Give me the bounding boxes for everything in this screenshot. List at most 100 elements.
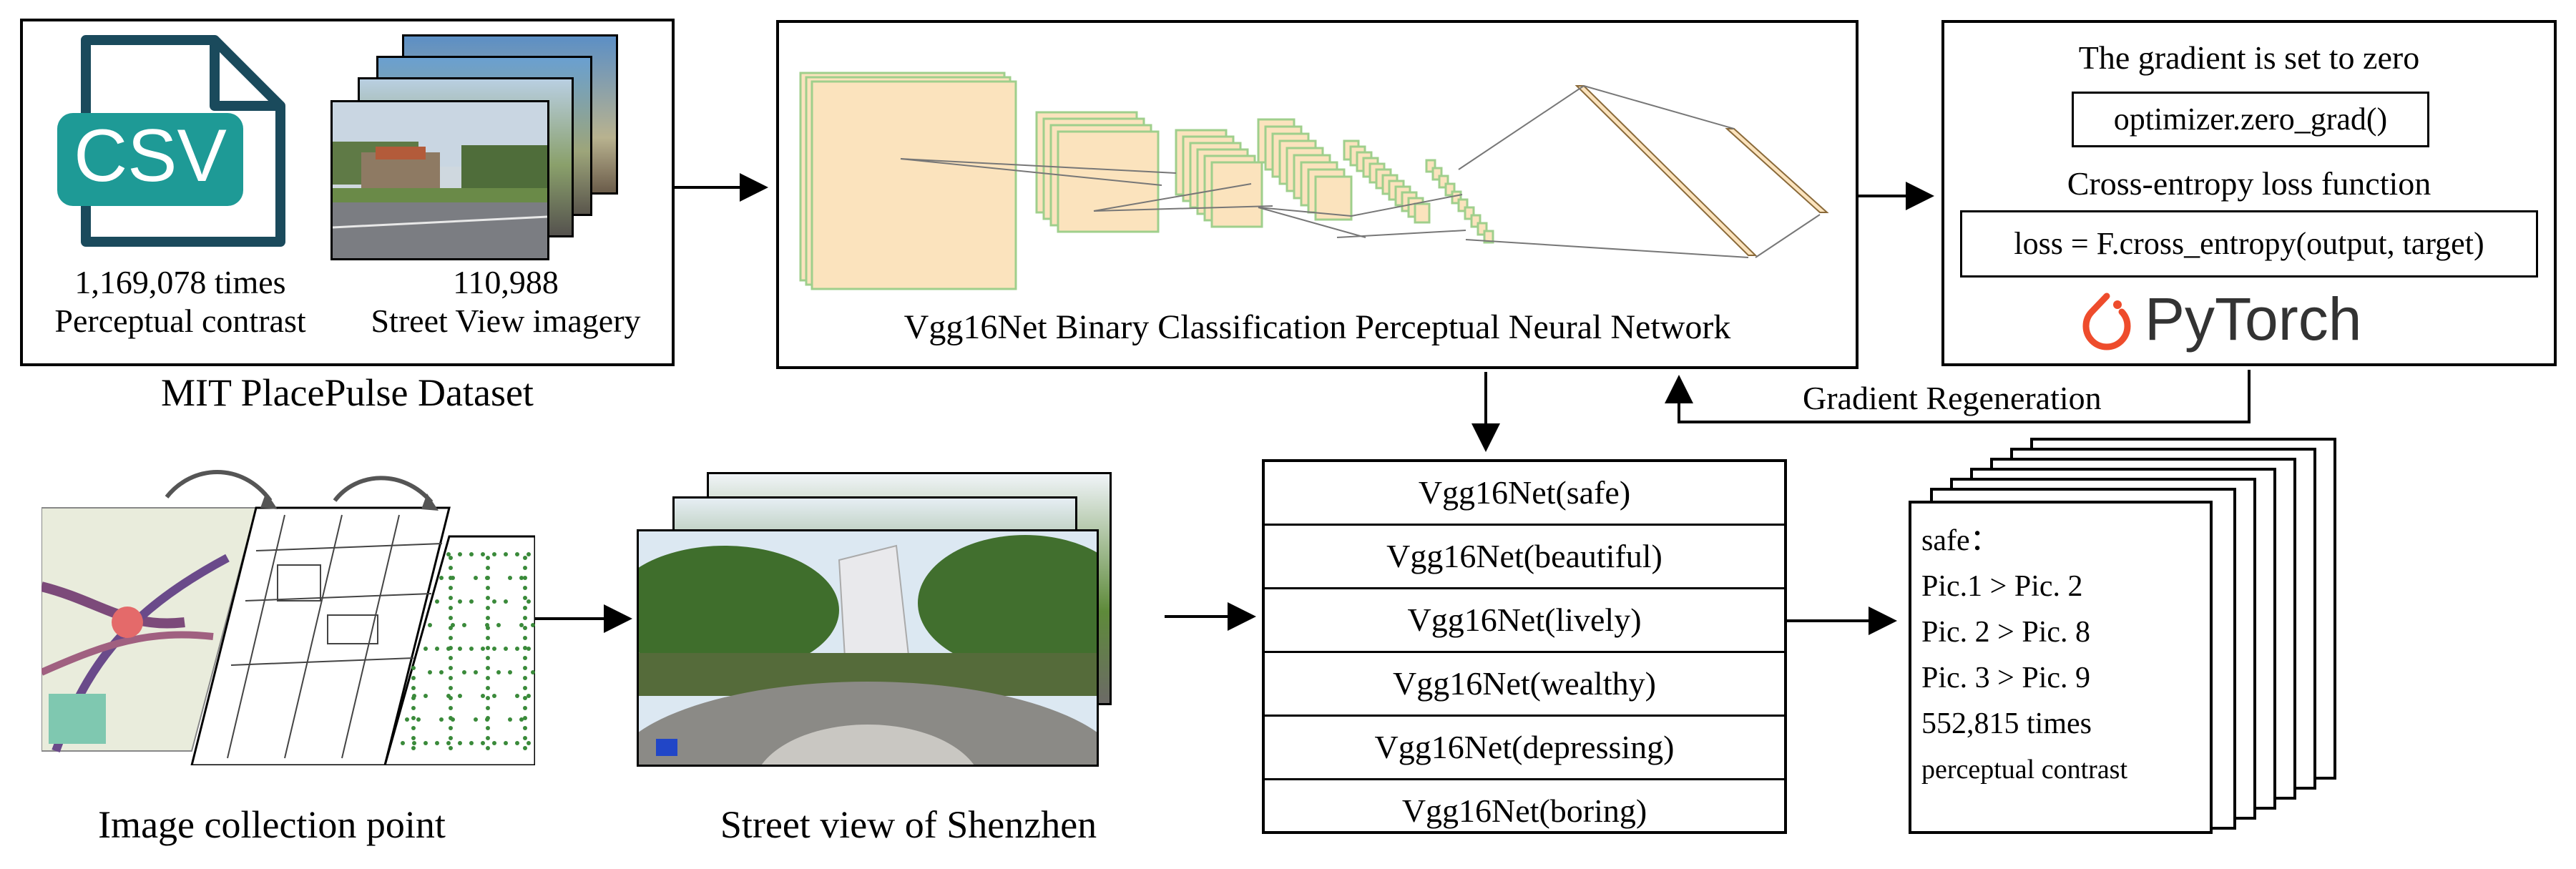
collection-point-dot	[449, 566, 453, 570]
layer-connection	[1755, 214, 1821, 258]
collection-point-dot	[486, 586, 490, 590]
model-label: Vgg16Net(wealthy)	[1393, 665, 1656, 702]
training-box: The gradient is set to zero optimizer.ze…	[1941, 20, 2557, 366]
layer-connection	[1458, 85, 1585, 170]
collection-point-dot	[423, 694, 428, 698]
street-view-thumbnail	[330, 100, 549, 260]
feature-map-layer	[1210, 161, 1263, 228]
collection-point-dot	[486, 716, 490, 720]
collection-point-dot	[523, 576, 527, 580]
network-caption: Vgg16Net Binary Classification Perceptua…	[903, 308, 1731, 346]
collection-point-dot	[504, 552, 508, 556]
collection-point-dot	[523, 566, 527, 570]
collection-point-dot	[411, 696, 416, 700]
collection-point-dot	[446, 552, 451, 556]
collection-point-dot	[428, 670, 432, 674]
collection-point-dot	[523, 646, 527, 650]
collection-point-dot	[496, 623, 501, 627]
collection-point-dot	[449, 646, 453, 650]
model-list: Vgg16Net(safe) Vgg16Net(beautiful) Vgg16…	[1262, 459, 1787, 834]
collection-point-dot	[449, 676, 453, 680]
feature-map-layer	[1057, 130, 1160, 233]
collection-point-dot	[531, 670, 535, 674]
collection-point-dot	[449, 746, 453, 750]
model-label: Vgg16Net(boring)	[1401, 792, 1647, 829]
collection-point-dot	[449, 576, 453, 580]
collection-point-dot	[523, 686, 527, 690]
pytorch-flame-icon	[2082, 293, 2131, 350]
collection-point-dot	[411, 716, 416, 720]
layer-connection	[1351, 194, 1463, 217]
collection-point-dot	[469, 599, 474, 604]
collection-point-dot	[486, 726, 490, 730]
collection-point-dot	[523, 586, 527, 590]
model-label: Vgg16Net(safe)	[1418, 474, 1631, 511]
collection-point-dot	[486, 626, 490, 630]
layer-connection	[1258, 207, 1352, 217]
collection-point-dot	[492, 647, 496, 651]
collection-point-dot	[423, 741, 428, 745]
collection-point-dot	[523, 606, 527, 610]
collection-point-dot	[486, 636, 490, 640]
collection-point-dot	[519, 717, 524, 722]
collection-point-dot	[486, 696, 490, 700]
collection-point-dot	[486, 656, 490, 660]
collection-point-dot	[492, 599, 496, 604]
collection-point-dot	[435, 741, 439, 745]
layer-connection	[1093, 205, 1273, 212]
results-line: Pic. 3 > Pic. 9	[1921, 662, 2091, 694]
model-item: Vgg16Net(beautiful)	[1265, 526, 1784, 589]
loss-code: loss = F.cross_entropy(output, target)	[1960, 210, 2538, 278]
collection-point-dot	[531, 623, 535, 627]
model-label: Vgg16Net(beautiful)	[1386, 538, 1662, 574]
collection-point-dot	[481, 694, 485, 698]
collection-point-dot	[412, 741, 416, 745]
collection-point-dot	[523, 696, 527, 700]
collection-point-dot	[519, 623, 524, 627]
shenzhen-panorama-image	[637, 529, 1099, 767]
collection-point-dot	[411, 706, 416, 710]
collection-point-dot	[486, 746, 490, 750]
collection-point-dot	[462, 623, 466, 627]
collection-point-dot	[486, 706, 490, 710]
collection-point-dot	[449, 616, 453, 620]
pytorch-logo: PyTorch	[2075, 282, 2432, 360]
collection-point-dot	[411, 726, 416, 730]
layer-connection	[1583, 85, 1735, 129]
feature-map-layer	[810, 80, 1017, 290]
collection-point-dot	[462, 670, 466, 674]
collection-point-dot	[458, 647, 462, 651]
collection-point-dot	[411, 676, 416, 680]
collection-point-dot	[458, 694, 462, 698]
collection-point-dot	[523, 676, 527, 680]
collection-point-dot	[486, 566, 490, 570]
feature-map-layer	[1314, 175, 1353, 221]
fully-connected-layer	[1575, 85, 1758, 256]
collection-point-dot	[523, 636, 527, 640]
model-item: Vgg16Net(safe)	[1265, 462, 1784, 526]
collection-point-dot	[508, 576, 512, 580]
layer-connection	[900, 158, 1177, 174]
collection-point-dot	[486, 616, 490, 620]
collection-point-dot	[492, 552, 496, 556]
collection-point-dot	[439, 717, 444, 722]
collection-point-dot	[449, 666, 453, 670]
model-item: Vgg16Net(wealthy)	[1265, 653, 1784, 717]
layer-connection	[1093, 183, 1252, 212]
model-item: Vgg16Net(lively)	[1265, 589, 1784, 653]
results-card: safe： Pic.1 > Pic. 2 Pic. 2 > Pic. 8 Pic…	[1909, 501, 2213, 834]
collection-point-dot	[523, 666, 527, 670]
collection-point-dot	[504, 741, 508, 745]
collection-point-dot	[469, 552, 474, 556]
collection-point-dot	[411, 666, 416, 670]
collection-point-dot	[446, 741, 451, 745]
collection-point-dot	[486, 666, 490, 670]
collection-point-dot	[523, 706, 527, 710]
gradient-regeneration-label: Gradient Regeneration	[1803, 380, 2102, 416]
collection-point-dot	[474, 576, 478, 580]
model-label: Vgg16Net(lively)	[1407, 602, 1642, 638]
collection-point-dot	[449, 706, 453, 710]
collection-point-dot	[449, 596, 453, 600]
collection-point-dot	[527, 647, 531, 651]
model-label: Vgg16Net(depressing)	[1374, 729, 1675, 765]
